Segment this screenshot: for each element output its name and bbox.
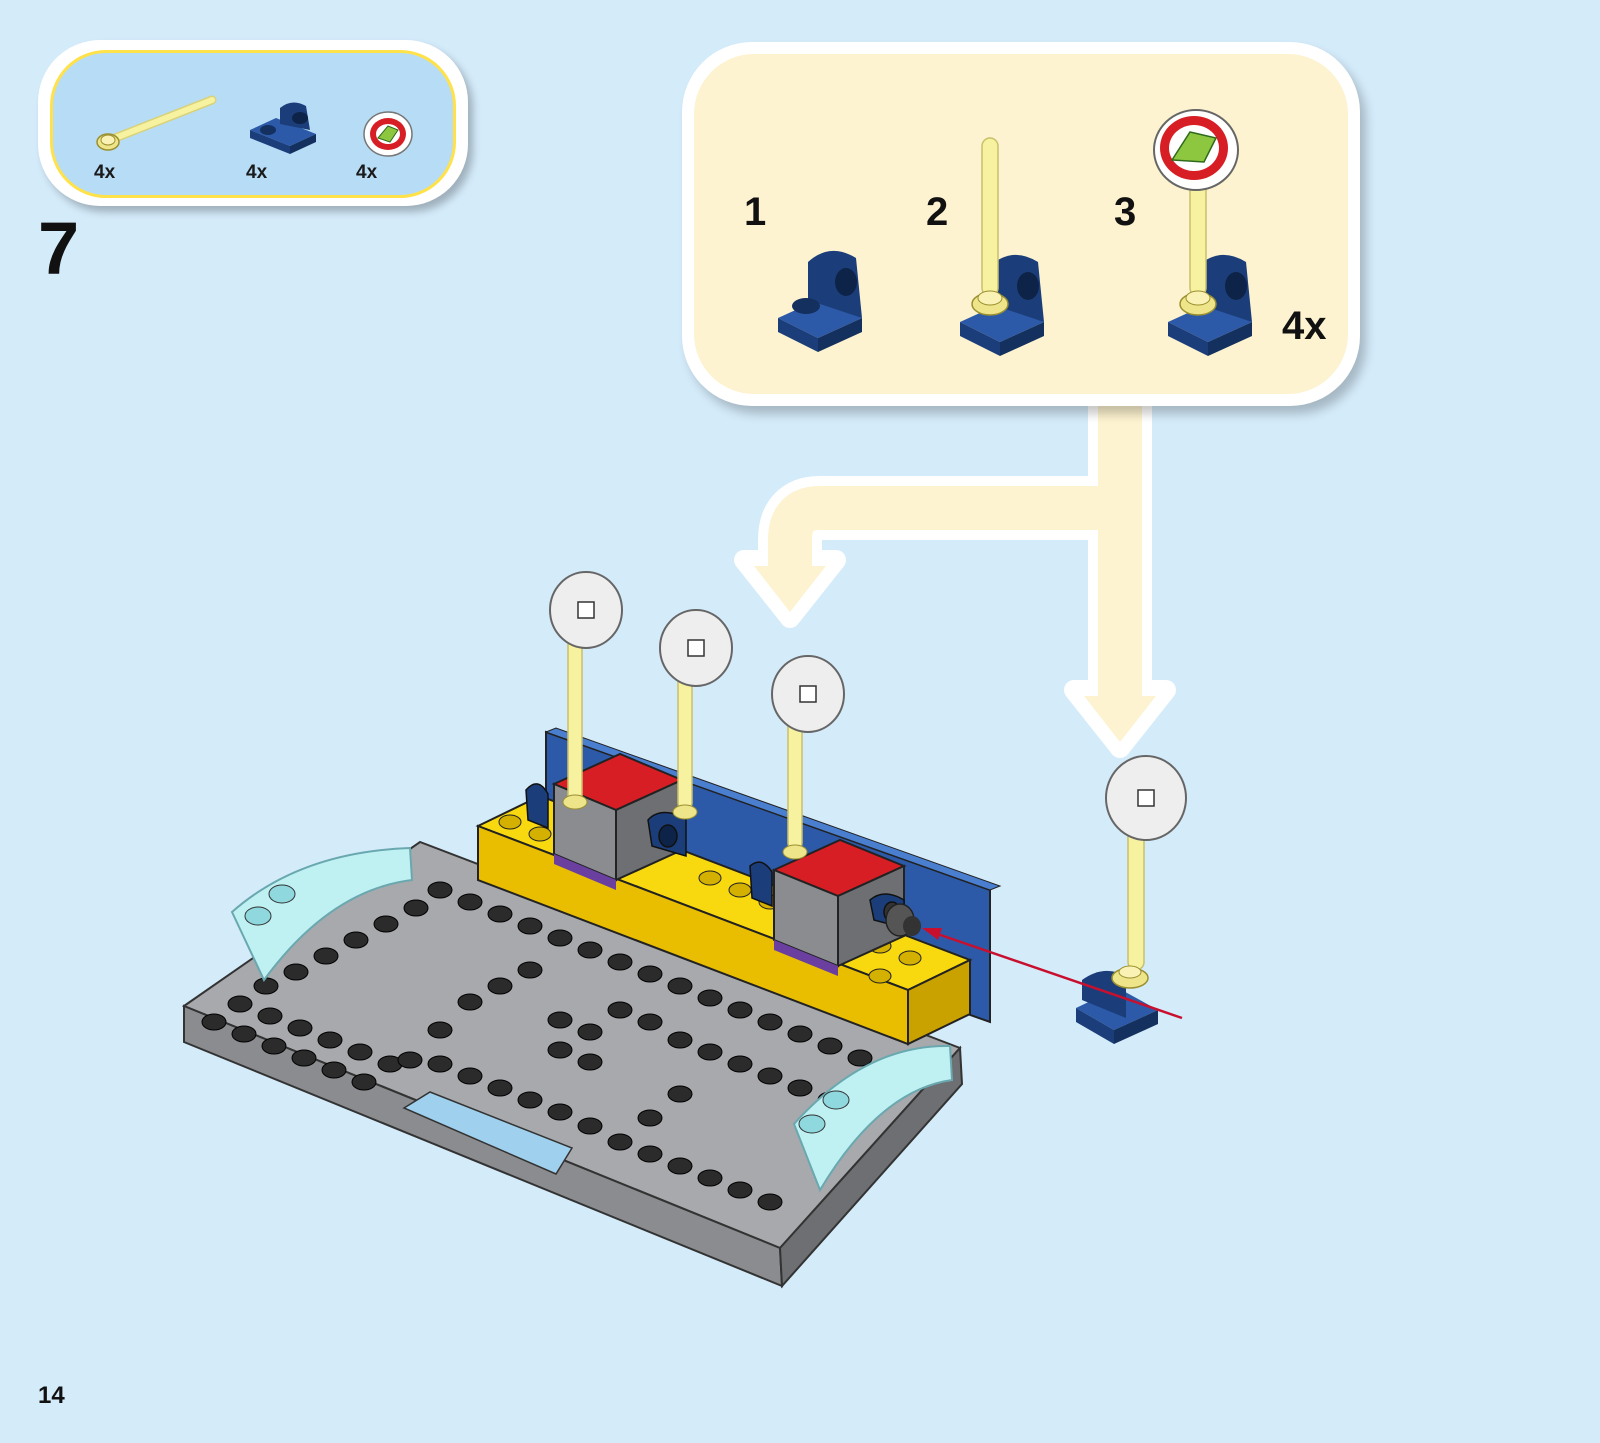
page-number: 14 xyxy=(38,1382,65,1410)
